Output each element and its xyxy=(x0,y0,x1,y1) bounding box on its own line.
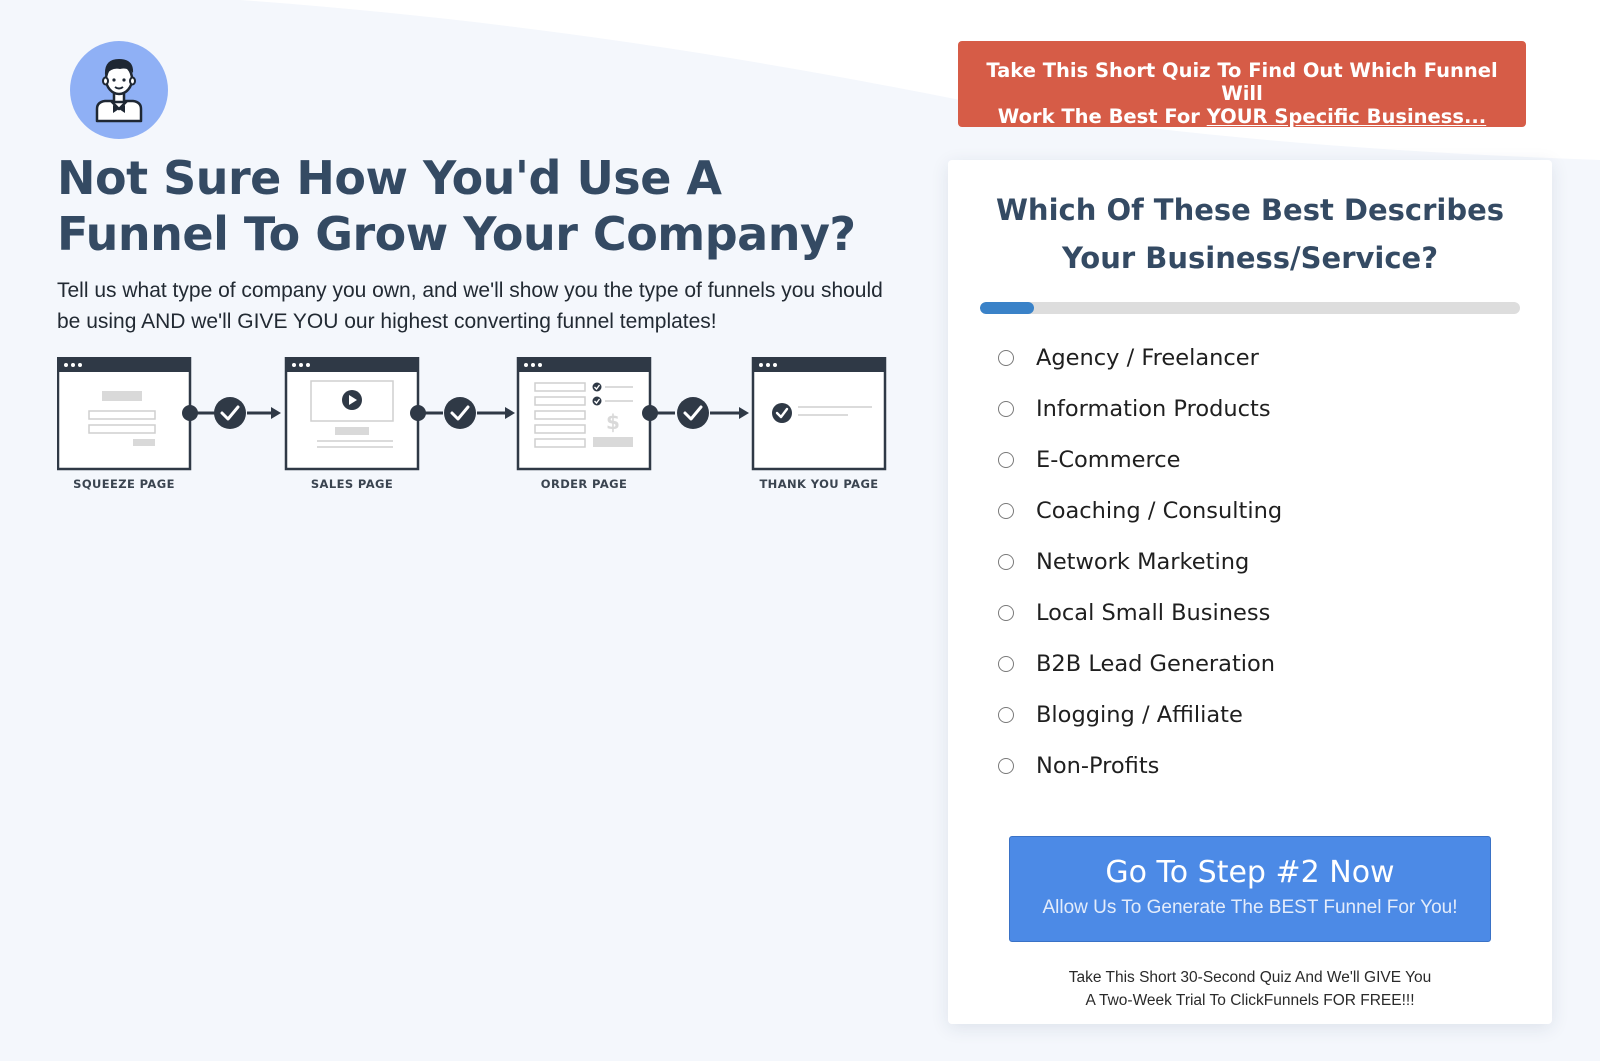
option-label: Blogging / Affiliate xyxy=(1036,701,1243,728)
option-label: B2B Lead Generation xyxy=(1036,650,1276,677)
funnel-step-label: ORDER PAGE xyxy=(540,477,628,491)
funnel-step-label: SALES PAGE xyxy=(310,477,394,491)
quiz-option-coaching[interactable]: Coaching / Consulting xyxy=(998,485,1282,536)
footnote-line-2: A Two-Week Trial To ClickFunnels FOR FRE… xyxy=(1085,992,1415,1009)
quiz-question: Which Of These Best Describes Your Busin… xyxy=(995,193,1505,275)
banner-line-2-suffix: ... xyxy=(1463,105,1487,128)
banner-line-2: Work The Best For YOUR Specific Business… xyxy=(974,105,1510,128)
quiz-option-information-products[interactable]: Information Products xyxy=(998,383,1282,434)
squeeze-page-icon xyxy=(57,357,192,471)
option-label: Network Marketing xyxy=(1036,548,1250,575)
option-label: Information Products xyxy=(1036,395,1271,422)
avatar xyxy=(70,41,168,139)
option-label: Non-Profits xyxy=(1036,752,1160,779)
radio-button[interactable] xyxy=(998,451,1014,468)
radio-button[interactable] xyxy=(998,502,1014,519)
quiz-progress-bar xyxy=(980,302,1520,314)
radio-button[interactable] xyxy=(998,349,1014,366)
radio-button[interactable] xyxy=(998,655,1014,672)
option-label: Coaching / Consulting xyxy=(1036,497,1283,524)
funnel-flow-diagram: $ xyxy=(57,357,887,471)
quiz-option-ecommerce[interactable]: E-Commerce xyxy=(998,434,1282,485)
radio-button[interactable] xyxy=(998,706,1014,723)
funnel-step-label: THANK YOU PAGE xyxy=(759,477,879,491)
quiz-option-non-profits[interactable]: Non-Profits xyxy=(998,740,1282,791)
sales-page-icon xyxy=(284,357,420,471)
thank-you-page-icon xyxy=(751,357,887,471)
flow-connector-1 xyxy=(182,397,281,429)
quiz-option-network-marketing[interactable]: Network Marketing xyxy=(998,536,1282,587)
quiz-option-local-small-business[interactable]: Local Small Business xyxy=(998,587,1282,638)
quiz-footnote: Take This Short 30-Second Quiz And We'll… xyxy=(968,966,1532,1012)
svg-text:$: $ xyxy=(606,410,620,434)
funnel-step-label: SQUEEZE PAGE xyxy=(73,477,175,491)
quiz-option-agency[interactable]: Agency / Freelancer xyxy=(998,332,1282,383)
radio-button[interactable] xyxy=(998,400,1014,417)
quiz-option-blogging[interactable]: Blogging / Affiliate xyxy=(998,689,1282,740)
quiz-banner: Take This Short Quiz To Find Out Which F… xyxy=(958,41,1526,128)
next-step-button-label: Go To Step #2 Now xyxy=(1105,855,1395,890)
quiz-card: Which Of These Best Describes Your Busin… xyxy=(948,160,1552,1024)
radio-button[interactable] xyxy=(998,553,1014,570)
radio-button[interactable] xyxy=(998,757,1014,774)
person-avatar-icon xyxy=(95,59,143,123)
banner-line-1: Take This Short Quiz To Find Out Which F… xyxy=(986,59,1498,105)
quiz-options: Agency / Freelancer Information Products… xyxy=(998,332,1282,791)
page-headline: Not Sure How You'd Use A Funnel To Grow … xyxy=(57,151,856,261)
flow-connector-3 xyxy=(642,397,749,429)
option-label: E-Commerce xyxy=(1036,446,1181,473)
banner-business-link[interactable]: YOUR Specific Business xyxy=(1206,105,1464,128)
hero-subtext: Tell us what type of company you own, an… xyxy=(57,279,883,333)
radio-button[interactable] xyxy=(998,604,1014,621)
banner-line-2-prefix: Work The Best For xyxy=(997,105,1207,128)
flow-connector-2 xyxy=(410,397,515,429)
next-step-button[interactable]: Go To Step #2 Now Allow Us To Generate T… xyxy=(1009,836,1491,942)
next-step-button-sublabel: Allow Us To Generate The BEST Funnel For… xyxy=(1042,897,1458,918)
option-label: Agency / Freelancer xyxy=(1036,344,1259,371)
footnote-line-1: Take This Short 30-Second Quiz And We'll… xyxy=(1068,969,1432,986)
quiz-progress-fill xyxy=(980,302,1034,314)
order-page-icon: $ xyxy=(516,357,652,471)
option-label: Local Small Business xyxy=(1036,599,1271,626)
quiz-option-b2b-lead-generation[interactable]: B2B Lead Generation xyxy=(998,638,1282,689)
